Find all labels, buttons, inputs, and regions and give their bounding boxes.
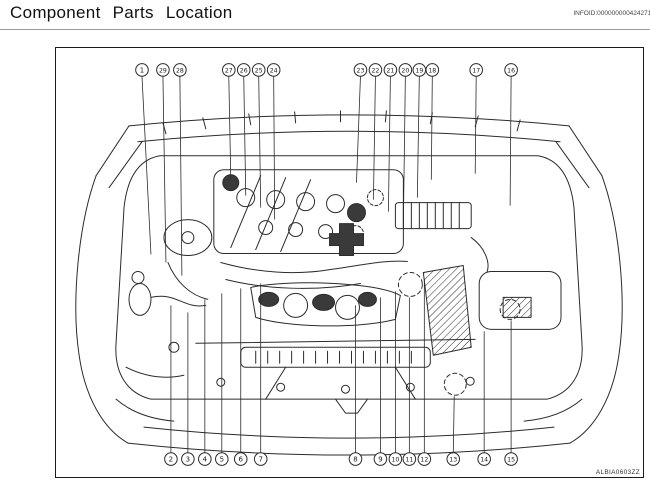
callout-4: 4 — [198, 299, 212, 466]
callout-18: 18 — [425, 63, 440, 180]
callout-28: 28 — [173, 63, 187, 276]
callout-19: 19 — [412, 63, 427, 198]
callout-20: 20 — [398, 63, 413, 224]
callout-27: 27 — [221, 63, 236, 178]
svg-text:18: 18 — [428, 67, 436, 74]
svg-text:22: 22 — [372, 67, 380, 74]
engine-bay-drawing — [75, 110, 623, 456]
svg-text:10: 10 — [391, 456, 399, 463]
callout-17: 17 — [469, 63, 483, 174]
svg-text:12: 12 — [420, 456, 428, 463]
engine-bay-diagram: 1292827262524232221201918171623456789101… — [75, 63, 623, 466]
callout-6: 6 — [233, 288, 248, 466]
callout-8: 8 — [348, 305, 363, 466]
callout-5: 5 — [215, 293, 229, 466]
svg-text:23: 23 — [357, 67, 365, 74]
callout-23: 23 — [353, 63, 368, 183]
svg-text:1: 1 — [140, 66, 144, 74]
svg-text:28: 28 — [176, 67, 184, 74]
svg-text:20: 20 — [401, 67, 409, 74]
callout-2: 2 — [164, 305, 178, 466]
svg-text:21: 21 — [386, 67, 394, 74]
callout-3: 3 — [181, 312, 195, 466]
callout-14: 14 — [477, 331, 491, 466]
header-divider — [0, 29, 650, 30]
callout-29: 29 — [156, 63, 170, 263]
svg-text:26: 26 — [240, 67, 248, 74]
page-title: Component Parts Location — [10, 3, 233, 22]
svg-text:6: 6 — [239, 455, 243, 463]
svg-text:27: 27 — [225, 67, 233, 74]
svg-text:29: 29 — [159, 67, 167, 74]
svg-text:7: 7 — [258, 455, 262, 463]
svg-text:2: 2 — [169, 455, 173, 463]
svg-text:24: 24 — [270, 67, 278, 74]
callout-7: 7 — [253, 283, 268, 466]
svg-text:19: 19 — [415, 67, 423, 74]
svg-text:4: 4 — [203, 455, 208, 463]
svg-text:3: 3 — [186, 455, 190, 463]
svg-text:25: 25 — [255, 67, 263, 74]
callout-13: 13 — [446, 396, 461, 466]
callout-15: 15 — [504, 320, 518, 466]
figure-code: ALBIA0603ZZ — [595, 469, 640, 476]
callout-22: 22 — [368, 63, 383, 200]
callout-24: 24 — [266, 63, 281, 220]
callout-26: 26 — [236, 63, 251, 196]
svg-text:11: 11 — [405, 456, 413, 463]
svg-text:5: 5 — [220, 455, 224, 463]
callout-9: 9 — [373, 297, 388, 466]
svg-text:8: 8 — [353, 455, 357, 463]
callout-21: 21 — [383, 63, 398, 212]
callout-11: 11 — [402, 297, 417, 466]
callout-10: 10 — [388, 291, 403, 466]
svg-text:15: 15 — [507, 456, 515, 463]
svg-text:13: 13 — [449, 456, 457, 463]
callout-25: 25 — [251, 63, 266, 208]
svg-text:14: 14 — [480, 456, 488, 463]
svg-text:9: 9 — [378, 455, 382, 463]
callout-16: 16 — [504, 63, 518, 206]
infoid-label: INFOID:0000000004242716 — [573, 10, 650, 17]
svg-text:17: 17 — [472, 67, 480, 74]
callout-1: 1 — [135, 63, 152, 255]
callout-12: 12 — [417, 278, 432, 466]
svg-text:16: 16 — [507, 67, 515, 74]
